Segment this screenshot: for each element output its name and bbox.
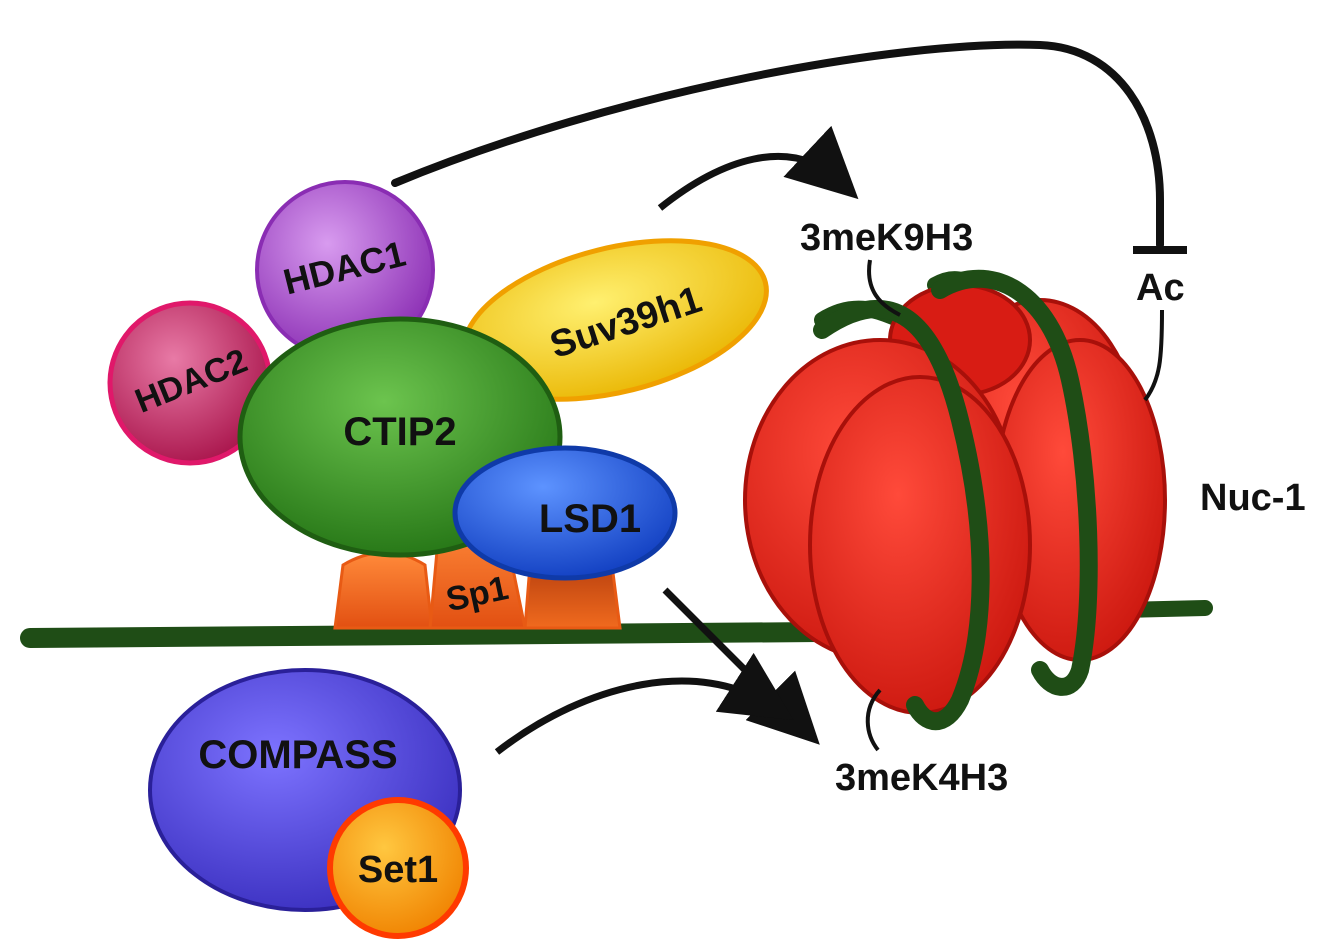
compass-label: COMPASS — [198, 733, 397, 777]
lsd1-ellipse — [452, 445, 678, 581]
k9-connector — [867, 259, 901, 317]
suv39h1-arrow — [657, 125, 859, 211]
set1-circle — [327, 797, 469, 939]
histone-front — [808, 375, 1032, 715]
k9-label: 3meK9H3 — [800, 217, 973, 259]
dna-line — [20, 622, 830, 648]
compass-arrow — [494, 652, 794, 755]
sp1-left-block — [333, 551, 434, 630]
hdac2-node: HDAC2 — [107, 300, 273, 466]
set1-node: Set1 — [327, 797, 469, 939]
lsd1-label: LSD1 — [539, 497, 641, 541]
k4-connector — [865, 688, 882, 752]
dna-wrap-front-2 — [931, 269, 1098, 696]
ac-label: Ac — [1136, 267, 1185, 309]
nucleosome-nuc1: Nuc-1 — [743, 269, 1306, 731]
ctip2-label: CTIP2 — [343, 410, 456, 454]
nuc1-label: Nuc-1 — [1200, 477, 1306, 519]
ac-connector — [1143, 309, 1164, 402]
set1-label: Set1 — [358, 849, 438, 891]
hdac-inhibition-arc — [391, 40, 1164, 249]
suv39h1-node: Suv39h1 — [461, 238, 769, 402]
lsd1-node: LSD1 — [452, 445, 678, 581]
k4-label: 3meK4H3 — [835, 757, 1008, 799]
hdac1-node: HDAC1 — [255, 180, 435, 360]
